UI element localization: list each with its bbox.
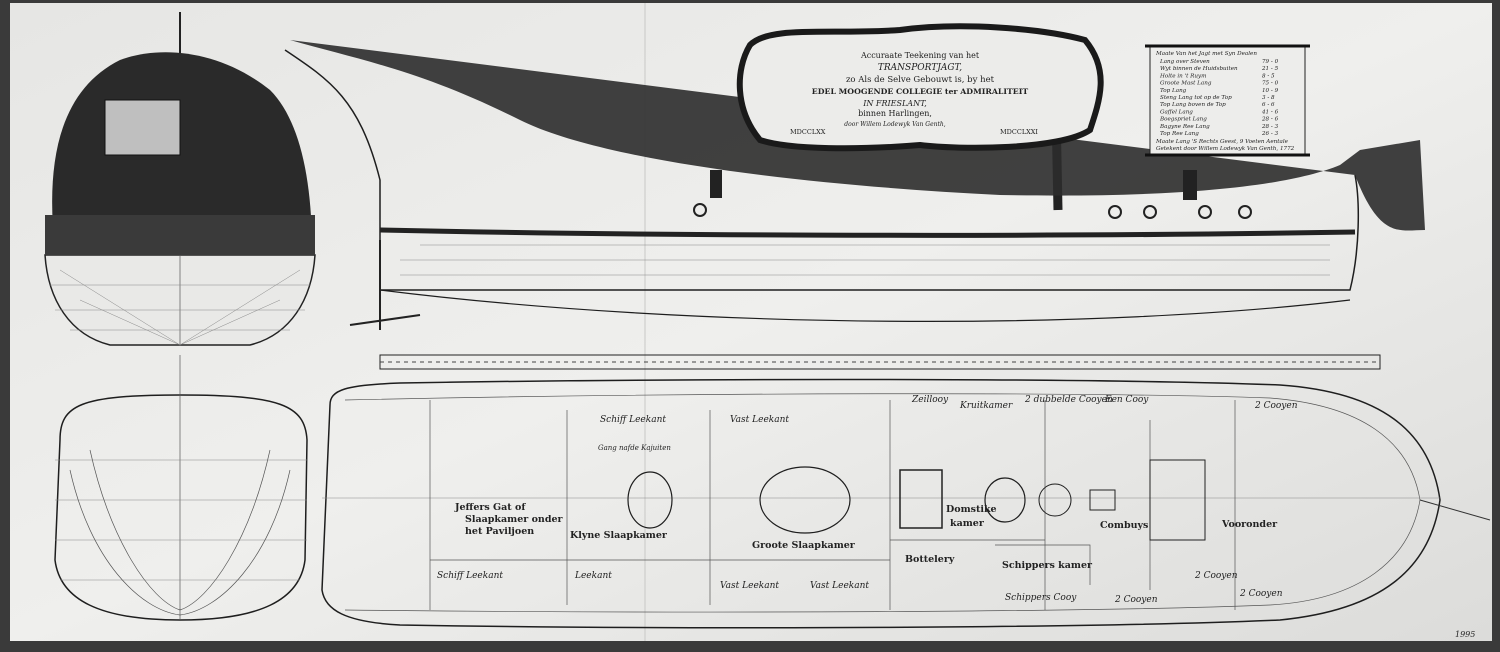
table-row-label: Bagyne Ree Lang [1159,124,1210,130]
scale-bar [379,354,1381,370]
table-row-value: 41 - 6 [1261,109,1279,115]
wale [379,227,1356,238]
stern-window [104,99,181,156]
table-footer-2: Getekent door Willem Lodewyk Van Genth, … [1156,146,1295,152]
table-row-value: 28 - 3 [1261,124,1279,130]
label-leekant: Leekant [574,571,612,581]
cartouche-line-3: zo Als de Selve Gebouwt is, by het [846,75,995,85]
cartouche-year-left: MDCCLXX [790,128,826,136]
keel-line [379,289,1351,322]
label-kruitkamer: Kruitkamer [959,401,1013,411]
table-row-label: Steng Lang tot op de Top [1160,95,1232,101]
label-schiff-leekant-top: Schiff Leekant [600,415,666,425]
table-footer-1: Maate Lang 'S Rechts Geest, 9 Voeten Aen… [1155,139,1289,145]
label-combuys: Combuys [1100,520,1148,531]
label-jeffers-gat: Jeffers Gat of [454,502,526,513]
label-zeilkooi: Zeillooy [911,395,949,405]
body-plan [54,355,308,621]
table-row-value: 21 - 5 [1261,66,1279,72]
label-domstike-kamer-2: kamer [950,518,985,529]
cartouche-line-4: EDEL MOOGENDE COLLEGIE ter ADMIRALITEIT [812,87,1029,96]
label-cooyen-4: 2 Cooyen [1254,401,1298,411]
label-vooronder: Vooronder [1221,519,1278,530]
cartouche-line-1: Accuraate Teekening van het [860,51,980,60]
dimensions-table: Maate Van het Jagt met Syn Dealen Lang o… [1145,44,1310,157]
cartouche-line-6: binnen Harlingen, [858,109,932,118]
label-paviljoen: het Paviljoen [465,526,534,537]
cartouche-line-2: TRANSPORTJAGT, [878,63,962,73]
label-cooyen-3: 2 Cooyen [1239,589,1283,599]
label-cooyen-1: 2 Cooyen [1194,571,1238,581]
label-cooyen-2: 2 Cooyen [1114,595,1158,605]
label-vast-leekant-bottom-2: Vast Leekant [810,581,869,591]
title-cartouche: Accuraate Teekening van het TRANSPORTJAG… [736,23,1104,152]
table-row-label: Boegspriet Lang [1159,117,1207,123]
table-row-label: Wyt binnen de Huidsbuiten [1160,66,1238,72]
table-row-value: 8 - 5 [1262,73,1275,79]
table-row-label: Lang over Steven [1159,59,1210,65]
table-row-label: Groote Mast Lang [1160,81,1212,87]
table-row-value: 3 - 8 [1262,95,1275,101]
table-header: Maate Van het Jagt met Syn Dealen [1155,51,1257,57]
table-row-value: 28 - 6 [1261,117,1279,123]
table-row-value: 26 - 3 [1261,131,1279,137]
table-row-label: Holte in 't Ruym [1159,73,1206,79]
table-row-value: 79 - 0 [1262,59,1279,65]
table-row-label: Top Ree Lang [1160,131,1199,137]
table-row-label: Top Lang [1160,88,1187,94]
label-bottelery: Bottelery [905,554,955,565]
table-row-value: 6 - 6 [1262,102,1275,108]
hull-outline [284,49,1359,291]
table-row-value: 75 - 0 [1262,81,1279,87]
label-gang: Gang nafde Kajuiten [598,444,671,452]
label-schippers-cooy: Schippers Cooy [1005,593,1077,603]
label-domstike-kamer-1: Domstike [946,504,997,515]
table-row-label: Gaffel Lang [1160,109,1193,115]
label-slaapkamer-onder: Slaapkamer onder [465,514,563,525]
cartouche-line-7: door Willem Lodewyk Van Genth, [844,121,945,128]
label-vast-leekant-bottom-1: Vast Leekant [720,581,779,591]
label-schiff-leekant-bottom: Schiff Leekant [437,571,503,581]
label-kleine-slaapkamer: Klyne Slaapkamer [570,530,668,541]
label-groote-slaapkamer: Groote Slaapkamer [752,540,856,551]
label-vast-leekant-top: Vast Leekant [730,415,789,425]
cartouche-line-5: IN FRIESLANT, [862,99,927,108]
table-row-value: 10 - 9 [1262,88,1279,94]
cartouche-year-right: MDCCLXXI [1000,128,1038,136]
table-row-label: Top Lang boven de Top [1160,102,1226,108]
deck-plan: Jeffers Gat of Slaapkamer onder het Pavi… [321,378,1491,629]
sheet-number: 1995 [1455,630,1475,639]
label-schippers-kamer: Schippers kamer [1002,560,1093,571]
stern-view [44,12,316,346]
label-een-cooy: Een Cooy [1104,395,1149,405]
label-dubbelde-cooyen: 2 dubbelde Cooyen [1024,395,1113,405]
